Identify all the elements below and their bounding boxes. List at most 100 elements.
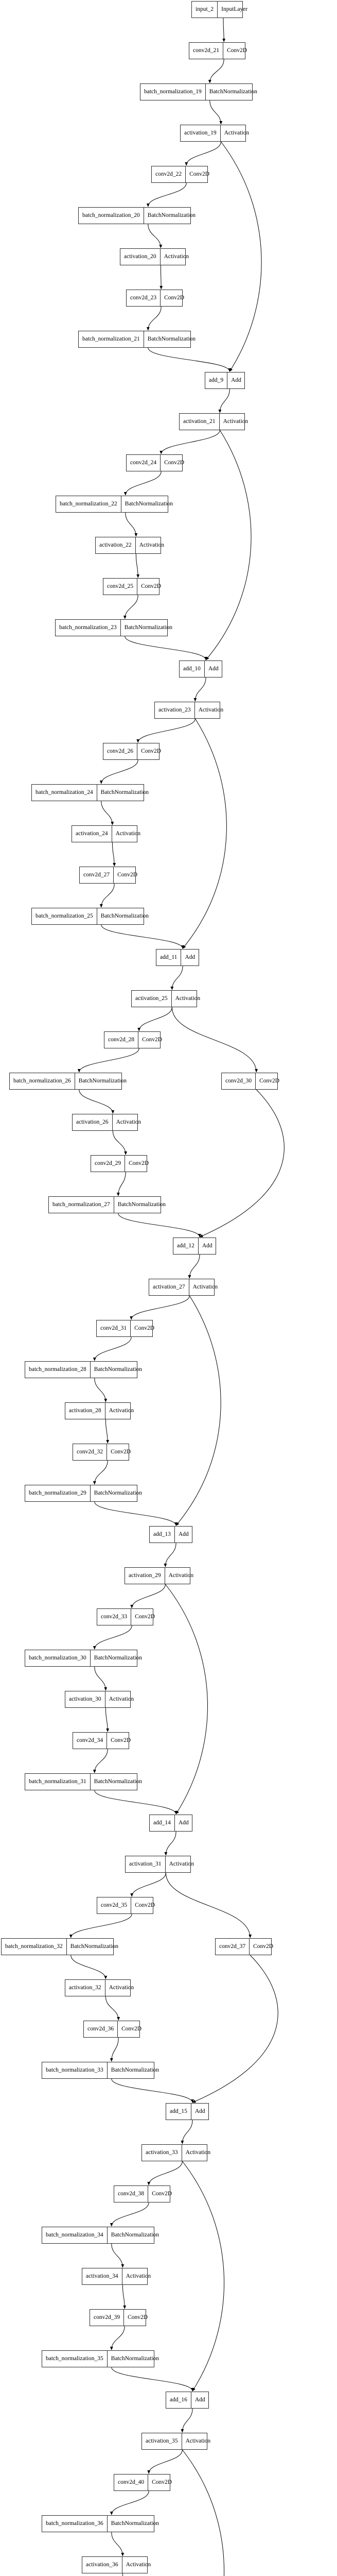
edge-batch_normalization_28-to-activation_28 bbox=[94, 1378, 108, 1402]
layer-node-name: add_9 bbox=[205, 372, 228, 388]
edge-activation_27-to-conv2d_31 bbox=[130, 1295, 190, 1320]
edge-activation_31-to-conv2d_35 bbox=[130, 1872, 166, 1897]
edge-batch_normalization_21-to-add_9 bbox=[148, 347, 232, 372]
edge-batch_normalization_27-to-add_12 bbox=[118, 1213, 202, 1238]
edge-conv2d_28-to-batch_normalization_26 bbox=[77, 1048, 139, 1073]
edge-input_2-to-conv2d_21 bbox=[222, 18, 226, 42]
layer-node-type: Activation bbox=[223, 418, 249, 425]
layer-node-name: conv2d_36 bbox=[84, 2021, 118, 2037]
layer-node-type: BatchNormalization bbox=[117, 1201, 166, 1208]
layer-node-name: batch_normalization_22 bbox=[56, 496, 121, 512]
layer-node-name: add_12 bbox=[173, 1238, 199, 1254]
layer-node-name: activation_27 bbox=[149, 1279, 189, 1295]
edge-activation_28-to-conv2d_32 bbox=[105, 1419, 110, 1444]
layer-node-name: conv2d_24 bbox=[127, 455, 161, 471]
layer-node-type: Activation bbox=[185, 2149, 211, 2156]
layer-node-name: activation_29 bbox=[125, 1568, 165, 1584]
edge-conv2d_30-to-add_12 bbox=[199, 1089, 285, 1238]
edge-conv2d_21-to-batch_normalization_19 bbox=[208, 59, 224, 83]
layer-node-type: Activation bbox=[175, 995, 201, 1002]
layer-node-name: batch_normalization_35 bbox=[42, 2351, 108, 2367]
layer-node-name: conv2d_30 bbox=[222, 1073, 256, 1089]
edge-batch_normalization_30-to-activation_30 bbox=[94, 1666, 108, 1691]
layer-node-name: activation_26 bbox=[73, 1114, 113, 1130]
edge-activation_33-to-add_16 bbox=[182, 2161, 225, 2392]
layer-node-type: Conv2D bbox=[189, 171, 210, 177]
layer-node-name: conv2d_27 bbox=[80, 867, 114, 883]
layer-node-type: Activation bbox=[109, 1696, 134, 1702]
layer-node-name: activation_31 bbox=[126, 1856, 166, 1872]
edge-add_11-to-activation_25 bbox=[170, 965, 183, 990]
layer-node-type: Add bbox=[178, 1819, 189, 1826]
layer-node-type: Conv2D bbox=[227, 47, 247, 54]
layer-node-type: BatchNormalization bbox=[78, 1077, 127, 1084]
layer-node-type: Add bbox=[231, 377, 241, 383]
